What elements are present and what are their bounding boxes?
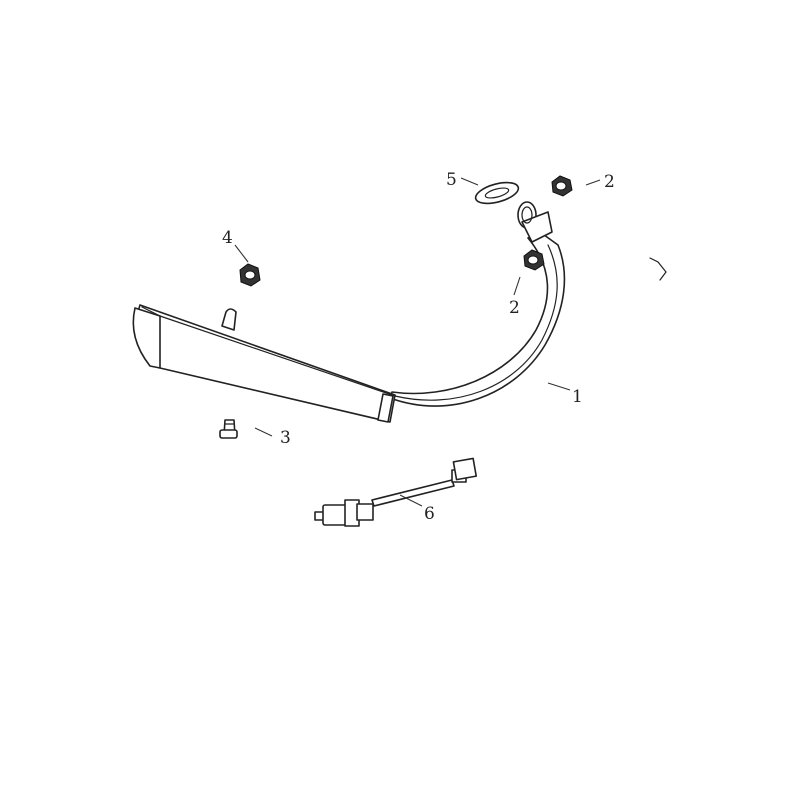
flange-nut-upper[interactable] bbox=[551, 175, 573, 197]
muffler-mount-bracket bbox=[221, 308, 237, 331]
callout-5: 5 bbox=[446, 170, 457, 190]
callout-2-upper: 2 bbox=[604, 172, 615, 192]
callout-1: 1 bbox=[572, 387, 583, 407]
exhaust-pipe-assembly[interactable] bbox=[132, 201, 566, 423]
muffler-end-cap bbox=[132, 307, 161, 369]
bolt[interactable] bbox=[219, 419, 238, 439]
oxygen-sensor[interactable] bbox=[314, 457, 478, 527]
callout-4: 4 bbox=[222, 228, 233, 248]
muffler-body bbox=[136, 304, 396, 423]
callout-2-lower: 2 bbox=[509, 298, 520, 318]
spring-clip bbox=[649, 257, 667, 281]
flange-nut-lower[interactable] bbox=[523, 249, 545, 271]
callout-3: 3 bbox=[280, 428, 291, 448]
gasket[interactable] bbox=[473, 179, 520, 208]
mount-nut[interactable] bbox=[239, 263, 261, 287]
callout-6: 6 bbox=[424, 504, 435, 524]
